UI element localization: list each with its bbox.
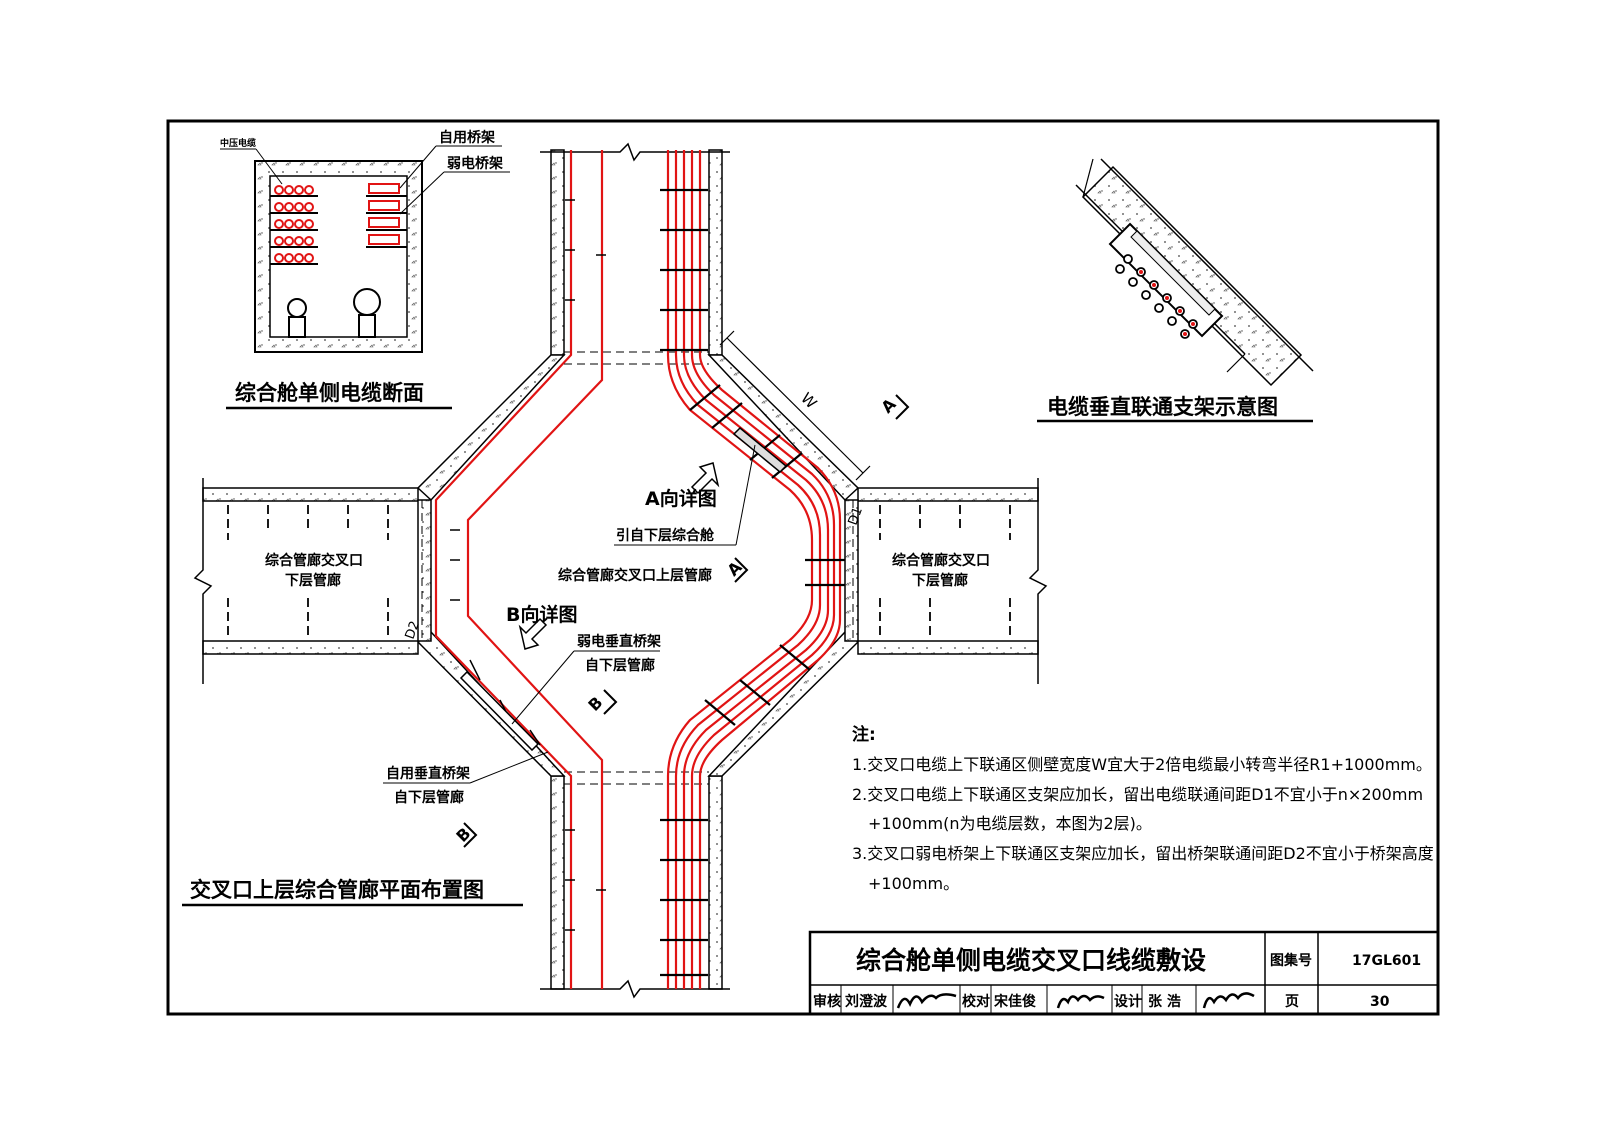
dim-w: W [797, 389, 820, 412]
lower-gallery-left-line1: 综合管廊交叉口 [265, 552, 363, 569]
drawing-frame [166, 119, 1440, 1016]
section-a-mid: A [723, 557, 746, 580]
cable-runs-right [666, 150, 842, 989]
note-line-2: 2.交叉口电缆上下联通区支架应加长，留出电缆联通间距D1不宜小于n×200mm [852, 785, 1423, 804]
pipes [287, 288, 381, 338]
notes: 注: 1.交叉口电缆上下联通区侧壁宽度W宜大于2倍电缆最小转弯半径R1+1000… [852, 724, 1434, 893]
lower-gallery-right-line2: 下层管廊 [912, 572, 968, 589]
tray-stack [366, 195, 407, 248]
mv-cables [274, 185, 314, 263]
check-label: 校对 [962, 993, 990, 1010]
title-block [808, 930, 1440, 1016]
view-b-label: B向详图 [506, 603, 577, 626]
atlas-number: 17GL601 [1352, 953, 1421, 969]
review-label: 审核 [813, 993, 841, 1010]
upper-gallery-label: 综合管廊交叉口上层管廊 [558, 567, 712, 584]
mv-cable-label: 中压电缆 [220, 137, 256, 149]
view-a-label: A向详图 [645, 487, 717, 510]
own-vertical-tray-line1: 自用垂直桥架 [386, 765, 470, 782]
cable-section-view: 中压电缆 自用桥架 弱电桥架 综合舱单侧电缆断面 [220, 129, 510, 410]
tray-runs-left [434, 150, 604, 989]
weak-tray-label: 弱电桥架 [447, 155, 503, 172]
review-name: 刘澄波 [845, 993, 888, 1010]
bracket-title: 电缆垂直联通支架示意图 [1047, 395, 1278, 419]
trays [368, 183, 400, 245]
vertical-bracket-a [732, 426, 788, 474]
lower-gallery-right-line1: 综合管廊交叉口 [892, 552, 990, 569]
note-line-4: 3.交叉口弱电桥架上下联通区支架应加长，留出桥架联通间距D2不宜小于桥架高度 [852, 844, 1434, 863]
section-b-bottom: B [452, 824, 474, 846]
vertical-tray-b [459, 670, 540, 752]
notes-heading: 注: [852, 724, 876, 745]
section-title: 综合舱单侧电缆断面 [235, 381, 424, 405]
note-line-5: +100mm。 [868, 874, 959, 893]
design-signature [1202, 992, 1255, 1009]
atlas-label: 图集号 [1270, 952, 1312, 969]
lower-gallery-left-line2: 下层管廊 [285, 572, 341, 589]
check-name: 宋佳俊 [993, 993, 1036, 1010]
page-number: 30 [1370, 994, 1390, 1010]
weak-vertical-tray-line2: 自下层管廊 [585, 657, 655, 674]
plan-title: 交叉口上层综合管廊平面布置图 [190, 878, 484, 902]
gallery-walls [202, 149, 1039, 990]
note-line-1: 1.交叉口电缆上下联通区侧壁宽度W宜大于2倍电缆最小转弯半径R1+1000mm。 [852, 755, 1432, 774]
design-label: 设计 [1114, 993, 1142, 1010]
note-line-3: +100mm(n为电缆层数，本图为2层)。 [868, 814, 1152, 833]
section-a-top: A [877, 394, 900, 417]
title-block-title: 综合舱单侧电缆交叉口线缆敷设 [856, 946, 1206, 975]
weak-vertical-tray-line1: 弱电垂直桥架 [577, 633, 661, 650]
check-signature [1056, 994, 1105, 1009]
dim-d1: D1 [846, 505, 866, 527]
vertical-bracket-view: 电缆垂直联通支架示意图 [1037, 158, 1314, 423]
own-tray-label: 自用桥架 [439, 129, 495, 146]
review-signature [896, 993, 957, 1009]
gallery-plan-view: W D1 D2 A A B B A向详图 B向详图 引自下层综合舱 综合管廊交叉… [182, 142, 1048, 999]
mv-cable-shelves [270, 195, 318, 265]
dim-d2: D2 [403, 619, 423, 641]
bracket-cables [1115, 254, 1198, 339]
design-name: 张 浩 [1148, 993, 1181, 1010]
from-lower-cabin-label: 引自下层综合舱 [616, 527, 715, 544]
own-vertical-tray-line2: 自下层管廊 [394, 789, 464, 806]
page-label: 页 [1285, 994, 1299, 1010]
section-b-mid: B [584, 693, 606, 715]
